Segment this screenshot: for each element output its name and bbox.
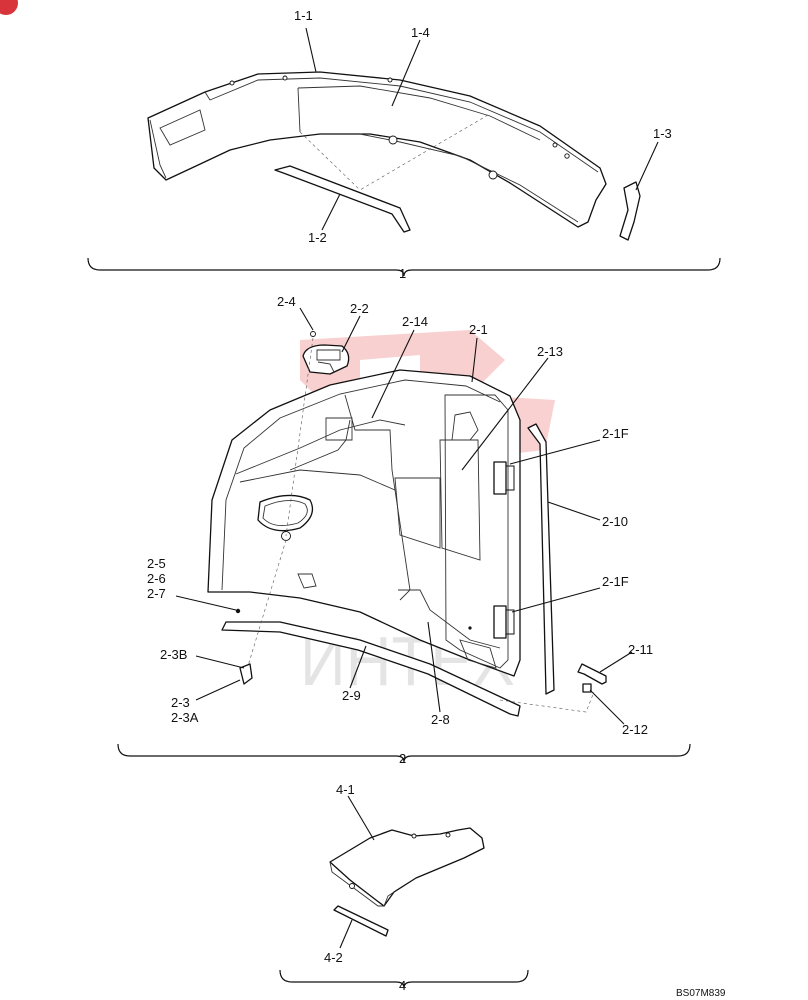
part-2-1F-hinge-upper xyxy=(493,461,507,495)
group-4-label: 4 xyxy=(399,978,406,993)
label-2-14: 2-14 xyxy=(402,314,428,329)
part-4-2-strip xyxy=(333,905,389,937)
label-2-1F-lower: 2-1F xyxy=(602,574,629,589)
group-4-brace xyxy=(279,969,529,989)
label-1-4: 1-4 xyxy=(411,25,430,40)
label-2-8: 2-8 xyxy=(431,712,450,727)
group-2-brace xyxy=(117,743,691,763)
label-2-7: 2-7 xyxy=(147,586,166,601)
label-4-2: 4-2 xyxy=(324,950,343,965)
group-1-parts: 1-1 1-4 1-3 1-2 1 xyxy=(87,8,721,281)
group-1-label: 1 xyxy=(399,266,406,281)
label-1-3: 1-3 xyxy=(653,126,672,141)
part-2-9-seal-strip xyxy=(221,621,521,717)
group-2-label: 2 xyxy=(399,751,406,766)
label-4-1: 4-1 xyxy=(336,782,355,797)
label-2-1: 2-1 xyxy=(469,322,488,337)
part-2-2-cover xyxy=(302,344,350,375)
part-1-2-strip xyxy=(274,165,411,233)
label-2-5: 2-5 xyxy=(147,556,166,571)
label-2-3: 2-3 xyxy=(171,695,190,710)
label-2-4: 2-4 xyxy=(277,294,296,309)
corner-badge-icon xyxy=(0,0,18,15)
label-1-1: 1-1 xyxy=(294,8,313,23)
group-2-parts: 2-4 2-2 2-14 2-1 2-13 2-1F 2-10 2-1F 2-1… xyxy=(117,294,691,766)
label-2-2: 2-2 xyxy=(350,301,369,316)
label-2-9: 2-9 xyxy=(342,688,361,703)
group-1-brace xyxy=(87,257,721,277)
label-2-12: 2-12 xyxy=(622,722,648,737)
part-2-1F-hinge-lower xyxy=(493,605,507,639)
label-2-3A: 2-3A xyxy=(171,710,199,725)
part-2-1-side-panel xyxy=(207,369,521,677)
label-2-11: 2-11 xyxy=(628,642,653,657)
part-2-10-seal xyxy=(527,423,555,695)
label-1-2: 1-2 xyxy=(308,230,327,245)
part-2-11-handle xyxy=(577,663,607,685)
label-2-3B: 2-3B xyxy=(160,647,187,662)
part-2-3-bolt-icon xyxy=(239,663,253,685)
label-2-1F-upper: 2-1F xyxy=(602,426,629,441)
drawing-code: BS07M839 xyxy=(676,988,726,999)
part-2-4-screw-icon xyxy=(310,331,316,337)
group-4-parts: 4-1 4-2 4 xyxy=(279,782,529,993)
part-1-3-end-cap xyxy=(619,181,641,241)
label-2-10: 2-10 xyxy=(602,514,628,529)
part-4-1-plate xyxy=(329,827,485,907)
part-2-12-clip xyxy=(582,683,592,693)
label-2-13: 2-13 xyxy=(537,344,563,359)
label-2-6: 2-6 xyxy=(147,571,166,586)
part-2-2-oval-cutout xyxy=(257,494,314,532)
